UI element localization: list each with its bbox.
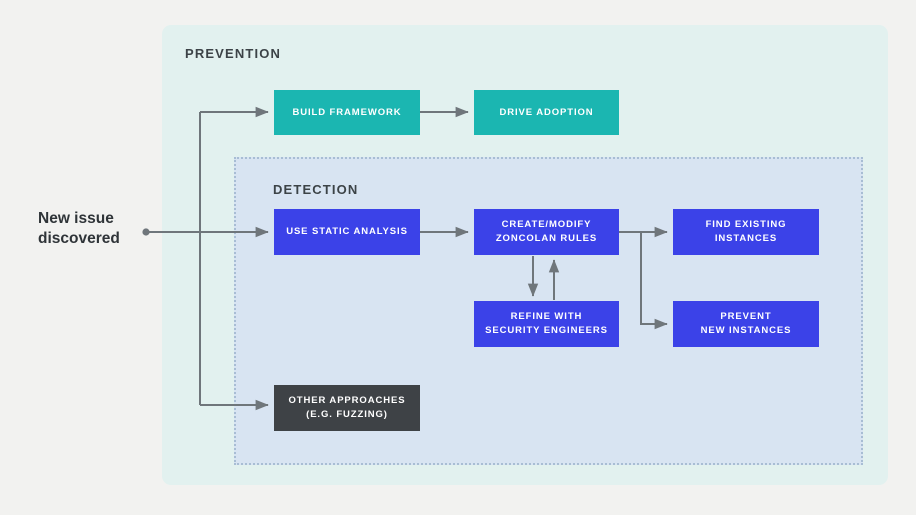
node-prevent-new-instances-label: PREVENT NEW INSTANCES: [700, 311, 792, 336]
node-prevent-new-instances[interactable]: PREVENT NEW INSTANCES: [673, 301, 819, 347]
node-create-modify-zoncolan-rules[interactable]: CREATE/MODIFY ZONCOLAN RULES: [474, 209, 619, 255]
node-use-static-analysis[interactable]: USE STATIC ANALYSIS: [274, 209, 420, 255]
entry-dot: [142, 228, 150, 236]
node-other-approaches[interactable]: OTHER APPROACHES (E.G. FUZZING): [274, 385, 420, 431]
node-build-framework-label: BUILD FRAMEWORK: [292, 106, 402, 118]
node-refine-with-security-engineers-label: REFINE WITH SECURITY ENGINEERS: [485, 311, 608, 336]
node-other-approaches-label: OTHER APPROACHES (E.G. FUZZING): [288, 395, 406, 420]
node-find-existing-instances-label: FIND EXISTING INSTANCES: [705, 219, 787, 244]
node-drive-adoption-label: DRIVE ADOPTION: [499, 106, 594, 118]
entry-label-new-issue-discovered: New issue discovered: [38, 210, 120, 247]
node-use-static-analysis-label: USE STATIC ANALYSIS: [286, 226, 408, 237]
node-find-existing-instances[interactable]: FIND EXISTING INSTANCES: [673, 209, 819, 255]
node-refine-with-security-engineers[interactable]: REFINE WITH SECURITY ENGINEERS: [474, 301, 619, 347]
node-build-framework[interactable]: BUILD FRAMEWORK: [274, 90, 420, 135]
detection-panel-title: DETECTION: [273, 182, 359, 197]
prevention-panel-title: PREVENTION: [185, 46, 282, 61]
node-create-modify-zoncolan-rules-label: CREATE/MODIFY ZONCOLAN RULES: [495, 219, 598, 244]
node-drive-adoption[interactable]: DRIVE ADOPTION: [474, 90, 619, 135]
